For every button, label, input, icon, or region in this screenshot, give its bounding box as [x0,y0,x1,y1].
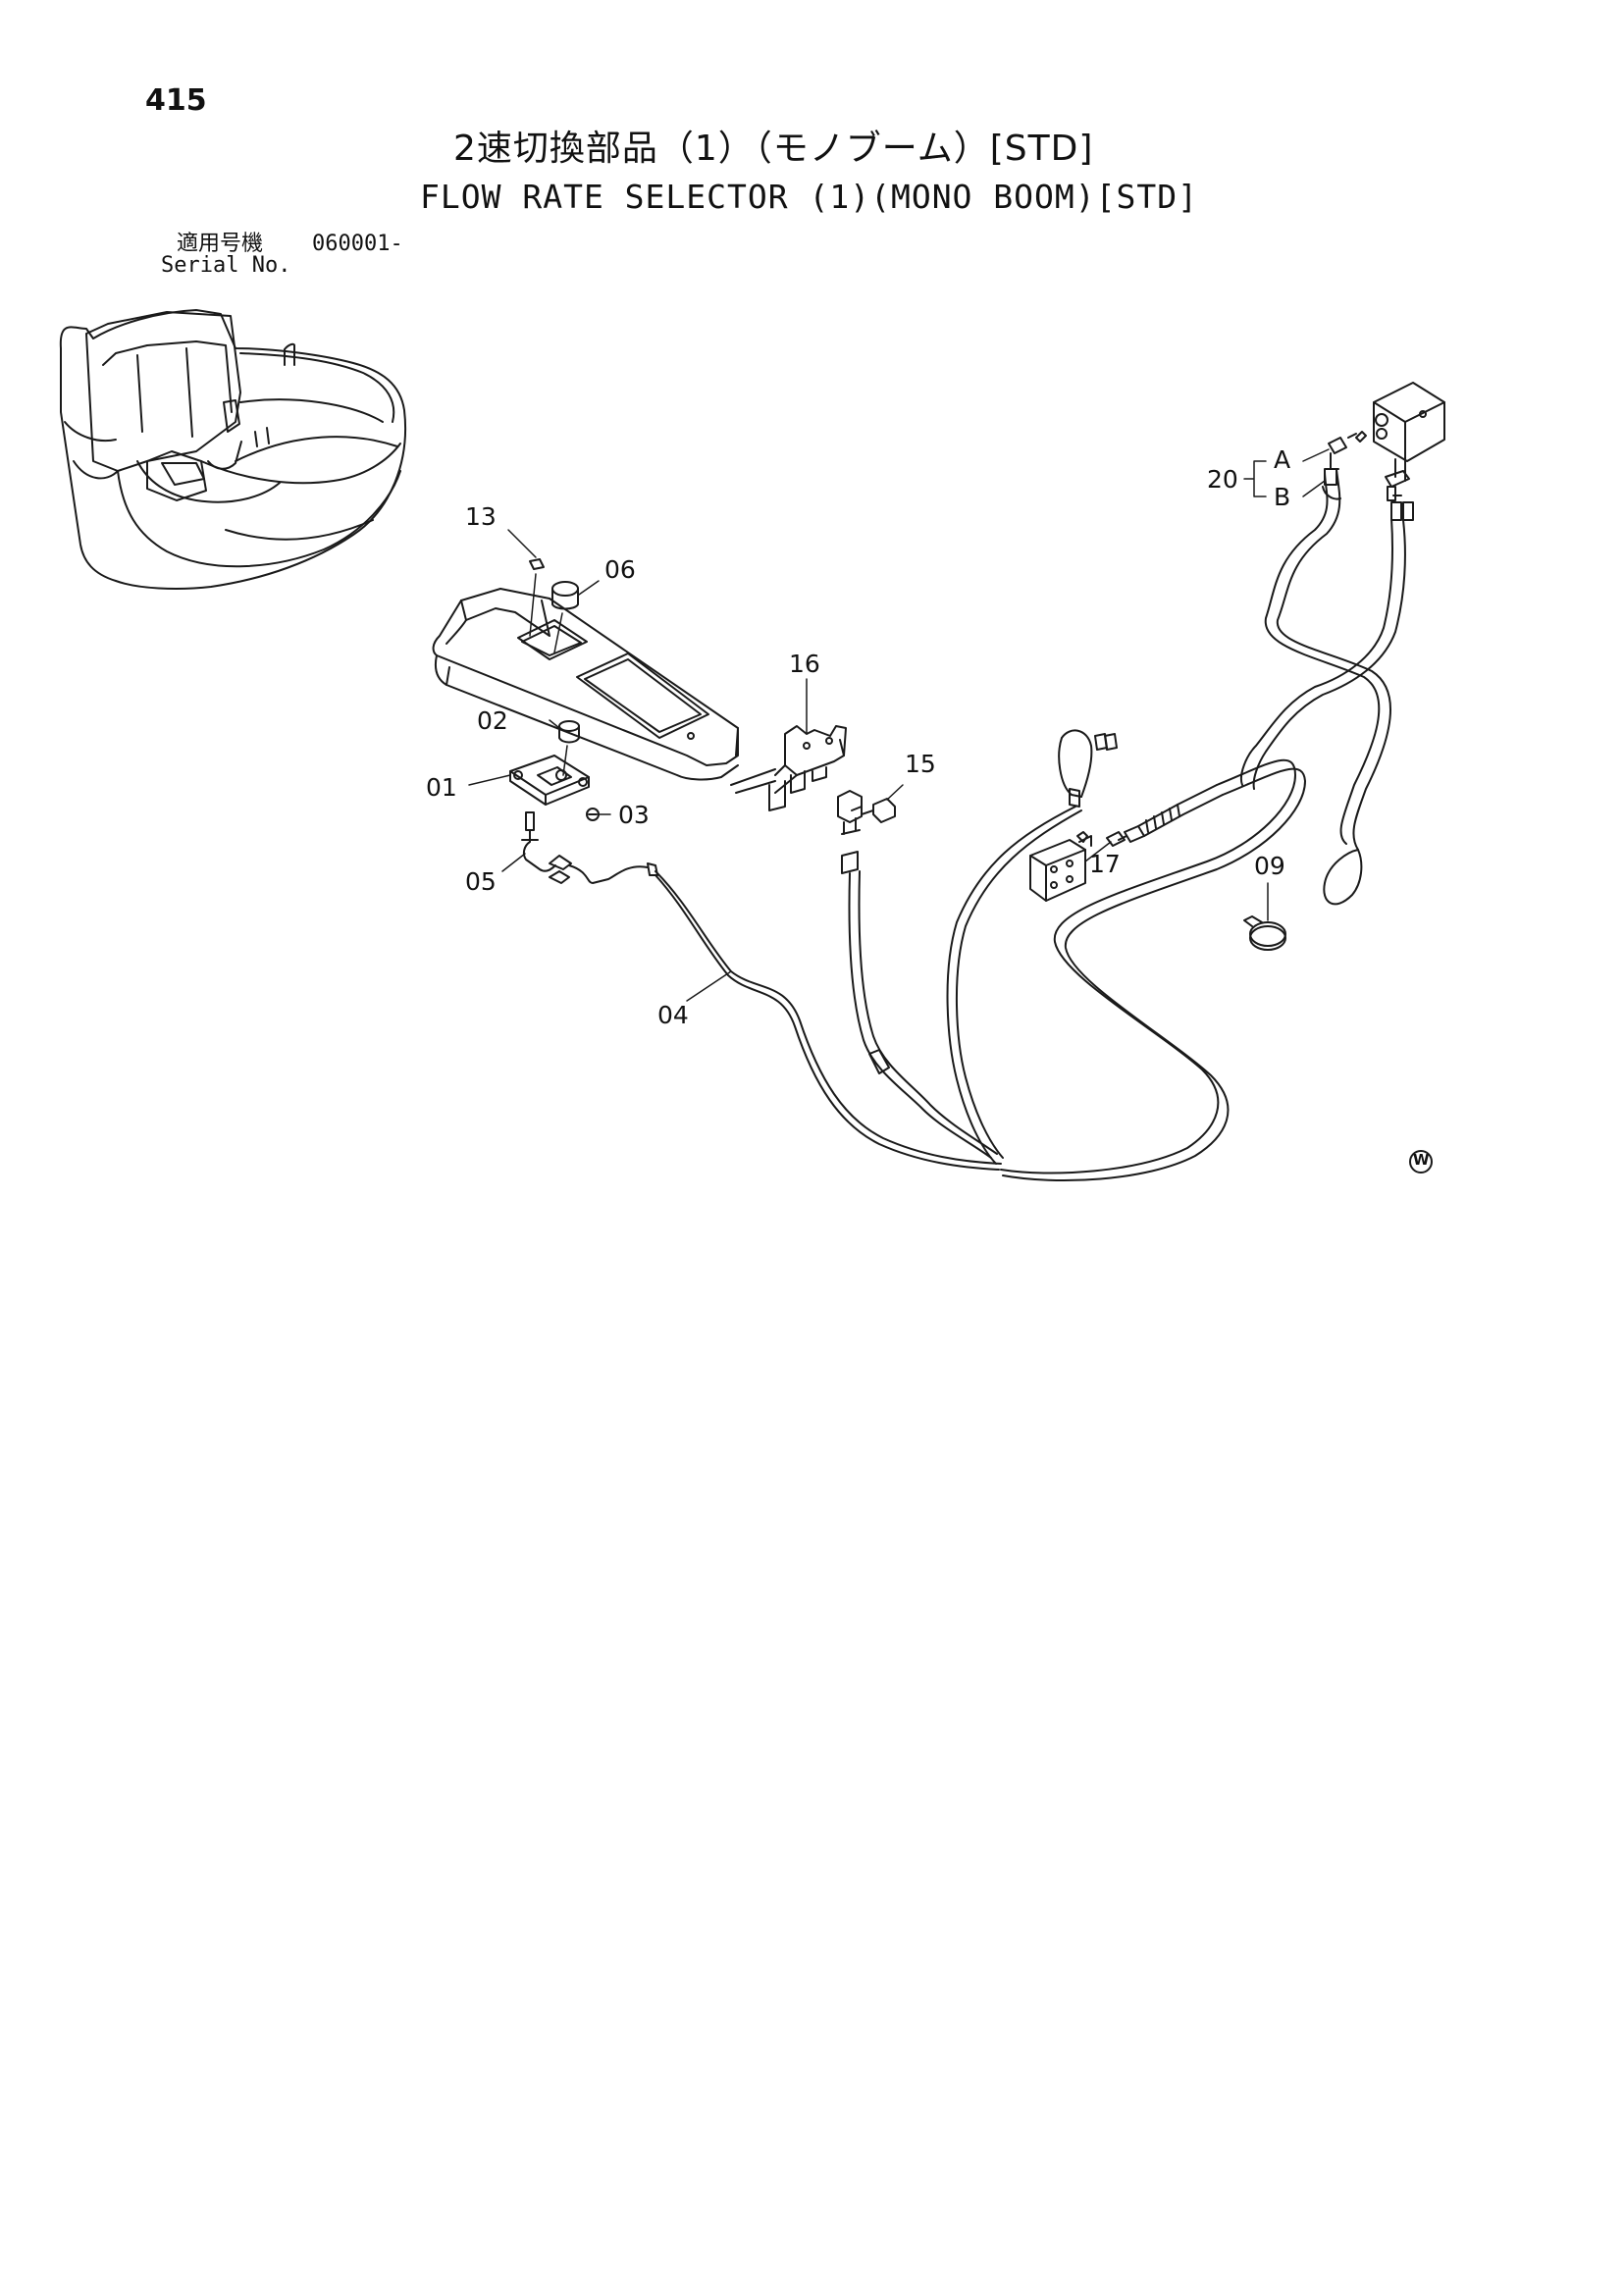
page-title-japanese: 2速切換部品（1）（モノブーム）[STD] [453,129,1094,169]
serial-number-value: 060001- [312,232,403,256]
serial-label-english: Serial No. [161,253,291,278]
page-number: 415 [145,83,207,118]
part-17-fitting [1106,825,1145,847]
page-title-english: FLOW RATE SELECTOR (1)(MONO BOOM)[STD] [420,178,1198,216]
callout-09: 09 [1254,852,1285,880]
callout-04: 04 [657,1001,689,1029]
part-02-knob-cap [558,720,580,776]
callout-20-a: A [1274,445,1291,474]
relay-component [837,790,863,835]
w-mark-label: W [1413,1151,1430,1169]
part-03-screw [586,808,600,821]
connector-pair-right [1390,501,1414,521]
part-01-switch [509,755,590,806]
callout-16: 16 [789,650,820,678]
serial-label-japanese: 適用号機 [177,232,264,256]
callout-06: 06 [604,555,636,584]
callout-20-b: B [1274,483,1291,511]
part-09-clamp [1243,882,1286,951]
part-20-harness [1240,468,1406,906]
callout-13: 13 [465,502,497,531]
part-05-connector [521,811,572,872]
relay-cable [841,851,998,1159]
leader-lines [468,448,1330,1002]
w-mark-circle [1409,1150,1433,1174]
callout-17: 17 [1089,850,1121,878]
callout-03: 03 [618,801,650,829]
part-15-bolt [851,784,904,823]
sensor-pigtail [946,729,1118,1165]
part-17-valve-block [1029,831,1092,902]
part-04-harness [549,862,1002,1171]
part-20-switch-box [1373,382,1445,501]
callout-01: 01 [426,773,457,802]
connector-b [1322,468,1341,500]
part-06-knob [551,581,579,653]
sensor-hose [1000,758,1306,1182]
connector-a [1328,431,1367,470]
switch-console-panel [432,588,739,781]
part-16-bracket [730,678,847,811]
callout-02: 02 [477,706,508,735]
excavator-overview-illustration [59,309,406,590]
callout-05: 05 [465,867,497,896]
callout-15: 15 [905,750,936,778]
part-13-label [529,558,545,637]
callout-20: 20 [1207,465,1238,494]
